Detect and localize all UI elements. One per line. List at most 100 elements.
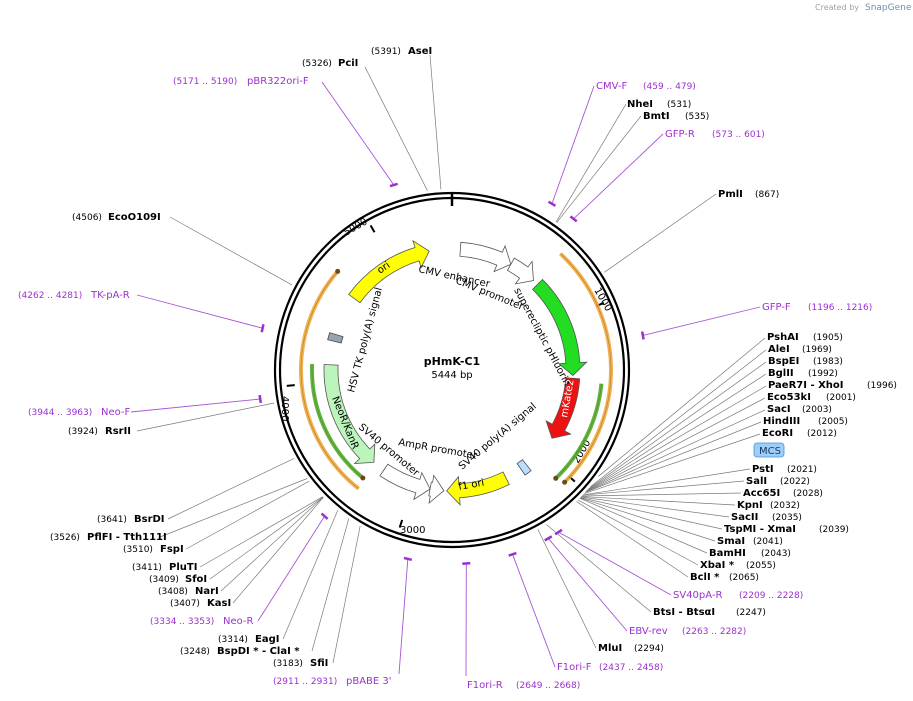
tick-label: 3000 — [400, 525, 425, 536]
site-leader — [364, 66, 428, 191]
site-pos: (2012) — [807, 429, 837, 439]
site-name: RsrII — [105, 426, 131, 437]
site-leader — [209, 496, 324, 580]
feature-cmv-promoter — [506, 257, 534, 285]
site-pos: (2003) — [802, 405, 832, 415]
primer-mark — [260, 324, 265, 333]
site-leader — [585, 397, 766, 493]
site-leader — [604, 193, 717, 273]
site-name: SacI — [767, 404, 791, 415]
primer-name: pBR322ori-F — [247, 76, 309, 87]
site-name: EcoRI — [762, 428, 793, 439]
site-leader — [136, 402, 275, 432]
site-pos: (2001) — [826, 393, 856, 403]
primer-range: (3334 .. 3353) — [150, 617, 214, 627]
site-name: MluI — [598, 643, 622, 654]
site-pos: (3409) — [149, 575, 179, 585]
site-pos: (2043) — [761, 549, 791, 559]
primer-mark — [547, 200, 557, 207]
site-pos: (3183) — [273, 659, 303, 669]
primer-name: pBABE 3' — [346, 676, 392, 687]
primer-mark — [403, 556, 413, 561]
site-pos: (2055) — [746, 561, 776, 571]
primer-leader — [257, 516, 325, 622]
site-name: NheI — [627, 99, 653, 110]
site-leader — [581, 496, 736, 506]
site-pos: (1996) — [867, 381, 897, 391]
site-pos: (3248) — [180, 647, 210, 657]
primer-name: Neo-F — [101, 407, 131, 418]
primer-range: (2649 .. 2668) — [516, 681, 580, 691]
site-leader — [586, 373, 767, 491]
primer-leader — [512, 554, 556, 668]
primer-range: (3944 .. 3963) — [28, 408, 92, 418]
site-name: TspMI - XmaI — [724, 524, 796, 535]
primer-range: (2437 .. 2458) — [599, 663, 663, 673]
site-leader — [585, 409, 766, 493]
feature-arrows — [323, 239, 588, 506]
site-name: KasI — [207, 598, 231, 609]
site-pos: (3526) — [50, 533, 80, 543]
site-pos: (2247) — [736, 608, 766, 618]
primer-labels: (5171 .. 5190) pBR322ori-F CMV-F (459 ..… — [18, 76, 872, 691]
primer-marks — [258, 182, 645, 565]
site-leader — [167, 458, 295, 520]
site-name: PaeR7I - XhoI — [768, 380, 844, 391]
plasmid-center-label: pHmK-C1 5444 bp — [424, 355, 480, 381]
site-pos: (5391) — [371, 47, 401, 57]
site-name: PflFI - Tth111I — [87, 532, 167, 543]
mcs-badge-box — [753, 442, 785, 458]
feature-mkate2 — [545, 377, 581, 439]
plasmid-name: pHmK-C1 — [424, 355, 480, 368]
site-leader — [311, 518, 350, 652]
snapgene-credit: Created by SnapGene — [815, 3, 912, 13]
site-leader — [590, 349, 767, 488]
restriction-site-labels: (5391) AseI (5326) PciI NheI (531) BmtI … — [50, 46, 897, 669]
site-name: BmtI — [643, 111, 670, 122]
tick-5000 — [369, 224, 376, 233]
site-leader — [582, 468, 751, 496]
primer-mark — [508, 551, 517, 557]
primer-name: F1ori-R — [467, 680, 503, 691]
credit-brand: SnapGene — [865, 3, 912, 13]
orf-arrowhead — [360, 475, 366, 481]
site-name: BtsI - BtsαI — [653, 607, 715, 618]
label-f1-ori: f1 ori — [458, 478, 486, 493]
site-leader — [580, 496, 730, 518]
primer-leader — [398, 558, 409, 675]
primer-mark — [554, 528, 563, 536]
site-name: BspDI * - ClaI * — [217, 646, 300, 657]
orf-arc-edge — [311, 364, 364, 479]
site-leader — [577, 499, 699, 566]
site-pos: (3411) — [132, 563, 162, 573]
site-pos: (3408) — [158, 587, 188, 597]
primer-mark — [640, 331, 645, 340]
feature-hsv-tk-polya — [327, 332, 344, 344]
orf-arcs — [299, 252, 613, 491]
feature-cmv-enhancer — [459, 241, 512, 273]
site-pos: (2294) — [634, 644, 664, 654]
site-pos: (2022) — [780, 477, 810, 487]
site-pos: (3407) — [170, 599, 200, 609]
orf-arc-edge — [560, 253, 612, 483]
plasmid-size: 5444 bp — [431, 370, 472, 381]
site-name: AseI — [408, 46, 432, 57]
site-name: PciI — [338, 58, 358, 69]
site-name: SacII — [731, 512, 758, 523]
site-leader — [579, 497, 708, 554]
site-leader — [546, 524, 652, 613]
primer-leader — [551, 85, 595, 204]
site-leader — [598, 337, 766, 477]
site-name: BamHI — [709, 548, 746, 559]
feature-superecliptic-phluorin — [531, 278, 588, 376]
orf-arrowhead — [335, 268, 341, 274]
site-pos: (2021) — [787, 465, 817, 475]
primer-mark — [569, 215, 578, 223]
mcs-badge-label: MCS — [759, 446, 781, 457]
credit-prefix: Created by — [815, 3, 859, 12]
site-pos: (535) — [685, 112, 709, 122]
tick-3000 — [398, 519, 404, 528]
site-leader — [584, 433, 761, 494]
site-name: NarI — [195, 586, 219, 597]
